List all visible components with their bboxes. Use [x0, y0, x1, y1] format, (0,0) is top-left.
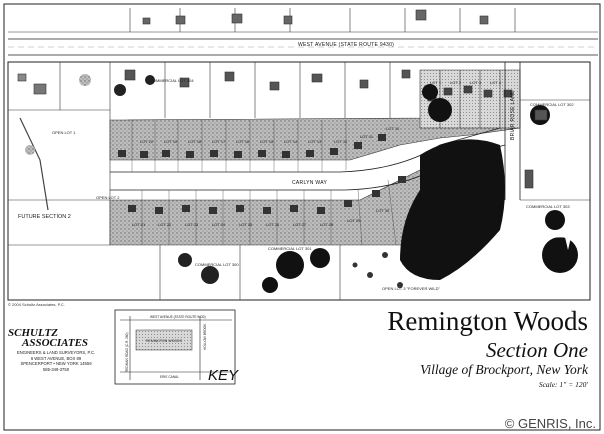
- key-area-label: REMINGTON WOODS: [146, 339, 183, 343]
- lot-label: LOT 17: [212, 139, 226, 144]
- west-avenue-road: WEST AVENUE (STATE ROUTE 9430): [8, 38, 598, 56]
- key-label: KEY: [208, 367, 239, 384]
- lot-label: LOT 30: [376, 208, 390, 213]
- north-lot-lines: [124, 62, 411, 118]
- lot-label: LOT 15: [260, 139, 274, 144]
- lot-label: LOT 27: [293, 222, 307, 227]
- lot-label: LOT 28: [320, 222, 334, 227]
- south-parcels: [159, 245, 341, 300]
- lot-label: LOT 3: [470, 80, 482, 85]
- lot-label: LOT 1: [430, 80, 442, 85]
- lot-label: LOT 25: [239, 222, 253, 227]
- houses-south-row: [128, 176, 406, 214]
- lot-lines: [131, 120, 397, 246]
- north-parcels: [8, 8, 598, 33]
- lot-label: LOT 23: [185, 222, 199, 227]
- copyright-small: © 2004 Schultz Associates, P.C.: [8, 302, 65, 307]
- key-diagram: WEST AVENUE (STATE ROUTE 9430) ERIE CANA…: [114, 309, 239, 385]
- commercial-lot-label: COMMERCIAL LOT 304: [150, 78, 194, 83]
- logo-line: 6 WEST AVENUE, BOX 89: [30, 355, 82, 361]
- commercial-lot-label: COMMERCIAL LOT 303: [526, 204, 570, 209]
- lot-label: LOT 12: [334, 139, 348, 144]
- open-lot-2-label: OPEN LOT 2: [96, 195, 120, 200]
- key-road-top: WEST AVENUE (STATE ROUTE 9430): [150, 315, 206, 319]
- lot-label: LOT 19: [164, 139, 178, 144]
- company-logo: SCHULTZ ASSOCIATES ENGINEERS & LAND SURV…: [8, 328, 104, 372]
- map-border: [3, 3, 601, 431]
- lot-labels: LOT 1 LOT 2 LOT 3 LOT 4 LOT 10 LOT 11 LO…: [132, 80, 502, 227]
- lot-label: LOT 14: [284, 139, 298, 144]
- open-lot-1-label: OPEN LOT 1: [52, 130, 76, 135]
- briar-rose-lane-label: BRIAR ROSE LANE: [510, 90, 516, 140]
- lot-label: LOT 2: [450, 80, 462, 85]
- page-subtitle: Section One: [485, 338, 588, 362]
- lot-label: LOT 16: [236, 139, 250, 144]
- lot-label: LOT 24: [212, 222, 226, 227]
- lot-label: LOT 29: [347, 218, 361, 223]
- houses-north-row: [118, 134, 386, 158]
- lot-label: LOT 22: [158, 222, 172, 227]
- logo-line: ENGINEERS & LAND SURVEYORS, P.C.: [16, 350, 96, 355]
- lot-label: LOT 18: [188, 139, 202, 144]
- wooded-area-south: [109, 159, 441, 246]
- logo-line: 585-349-3750: [42, 366, 70, 372]
- briar-rose-lane: BRIAR ROSE LANE: [504, 62, 521, 200]
- commercial-lot-label: COMMERCIAL LOT 301: [268, 246, 312, 251]
- logo-name-line2: ASSOCIATES: [22, 337, 89, 349]
- lot-label: LOT 20: [140, 139, 154, 144]
- place-name: Village of Brockport, New York: [420, 362, 588, 377]
- lot-label: LOT 13: [308, 139, 322, 144]
- commercial-lot-label: COMMERCIAL LOT 300: [195, 262, 239, 267]
- key-road-bottom: ERIE CANAL: [160, 375, 179, 379]
- logo-address: ENGINEERS & LAND SURVEYORS, P.C. 6 WEST …: [8, 350, 104, 372]
- lot-label: LOT 4: [490, 80, 502, 85]
- future-section-label: FUTURE SECTION 2: [18, 214, 71, 220]
- commercial-lot-label: COMMERCIAL LOT 302: [530, 102, 574, 107]
- open-lot-3-label: OPEN LOT 3 "FOREVER WILD": [382, 286, 440, 291]
- key-road-left: REDMAN ROAD (C.R. 260): [125, 333, 129, 373]
- west-avenue-label: WEST AVENUE (STATE ROUTE 9430): [298, 42, 394, 48]
- lot-label: LOT 10: [386, 126, 400, 131]
- scale-text: Scale: 1" = 120': [538, 380, 588, 389]
- lot-label: LOT 11: [360, 134, 374, 139]
- lot-label: LOT 21: [132, 222, 146, 227]
- page-title: Remington Woods: [387, 306, 588, 336]
- east-commercial-parcels: [520, 99, 590, 201]
- key-road-right: HOLLOW BROOK: [203, 323, 207, 350]
- logo-line: SPENCERPORT • NEW YORK 14559: [20, 361, 92, 366]
- lot-label: LOT 26: [266, 222, 280, 227]
- north-arrow-icon: [556, 224, 580, 250]
- site-boundary: [7, 61, 591, 301]
- logo-name-line1: SCHULTZ: [8, 327, 58, 339]
- watermark: © GENRIS, Inc.: [504, 416, 596, 431]
- carlyn-way-label: CARLYN WAY: [292, 180, 327, 186]
